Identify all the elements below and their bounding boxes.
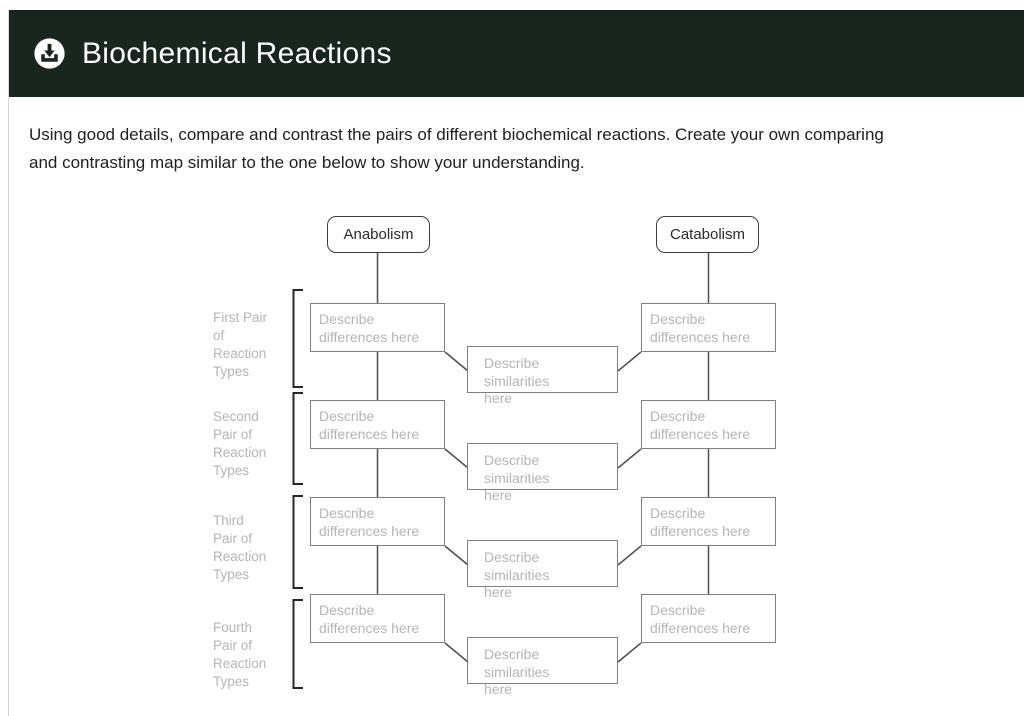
assignment-card: Biochemical Reactions Using good details… [8, 10, 1024, 716]
page-title: Biochemical Reactions [82, 36, 392, 70]
header: Biochemical Reactions [9, 10, 1024, 97]
instructions-text: Using good details, compare and contrast… [29, 125, 884, 172]
download-icon[interactable] [33, 37, 66, 70]
